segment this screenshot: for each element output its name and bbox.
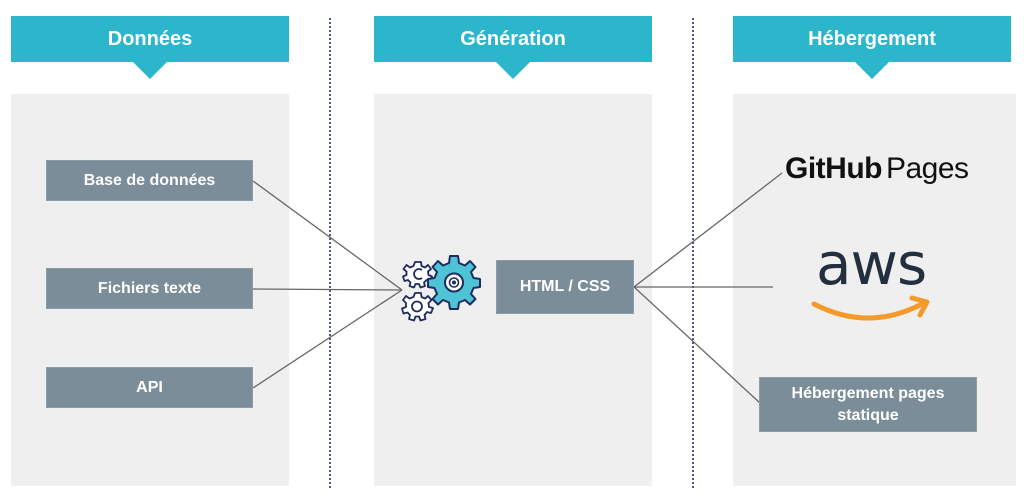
gears-icon bbox=[401, 255, 481, 322]
connector-static bbox=[633, 286, 761, 404]
connector-api bbox=[252, 289, 403, 389]
source-api: API bbox=[46, 367, 253, 408]
header-generation-label: Génération bbox=[460, 27, 566, 50]
source-database: Base de données bbox=[46, 160, 253, 201]
header-donnees-label: Données bbox=[107, 27, 193, 50]
connector-files bbox=[252, 288, 403, 291]
gear-small-bottom-icon bbox=[401, 292, 434, 322]
connector-database bbox=[252, 180, 403, 291]
header-donnees: Données bbox=[11, 16, 289, 79]
connector-github bbox=[633, 172, 783, 288]
source-api-label: API bbox=[136, 378, 163, 396]
pages-logo-text: Pages bbox=[885, 152, 969, 185]
static-hosting-line1: Hébergement pages bbox=[791, 384, 945, 402]
header-pointer bbox=[855, 62, 889, 79]
header-pointer bbox=[496, 62, 530, 79]
output-html-css: HTML / CSS bbox=[496, 260, 634, 314]
source-text-files: Fichiers texte bbox=[46, 268, 253, 309]
header-generation: Génération bbox=[374, 16, 652, 79]
github-logo-text: GitHub bbox=[785, 152, 882, 185]
aws-smile-icon bbox=[811, 295, 930, 321]
output-html-css-label: HTML / CSS bbox=[519, 278, 611, 295]
header-hebergement-label: Hébergement bbox=[808, 27, 936, 50]
divider-left bbox=[329, 18, 331, 488]
aws-logo: aws bbox=[810, 230, 940, 330]
static-hosting-line2: statique bbox=[837, 406, 899, 424]
gear-small-top-icon bbox=[402, 261, 433, 289]
source-text-files-label: Fichiers texte bbox=[97, 279, 202, 297]
static-hosting-box: Hébergement pages statique bbox=[759, 377, 977, 432]
header-pointer bbox=[133, 62, 167, 79]
aws-logo-text: aws bbox=[816, 230, 927, 298]
gear-large-icon bbox=[427, 255, 481, 310]
divider-right bbox=[692, 18, 694, 488]
source-database-label: Base de données bbox=[83, 171, 216, 189]
header-hebergement: Hébergement bbox=[733, 16, 1011, 79]
